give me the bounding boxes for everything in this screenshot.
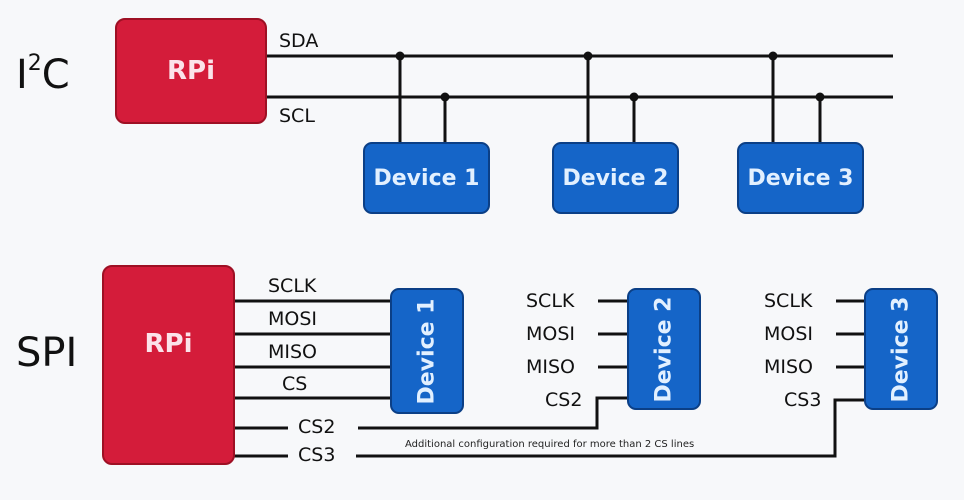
cs2-route bbox=[358, 396, 628, 430]
host-mosi-label: MOSI bbox=[268, 308, 318, 330]
i2c-title: I2C bbox=[16, 50, 70, 98]
host-cs3-label: CS3 bbox=[298, 444, 336, 466]
spi-device-1-label: Device 1 bbox=[414, 298, 440, 404]
i2c-device-2-label: Device 2 bbox=[562, 165, 669, 191]
i2c-title-end: C bbox=[41, 52, 70, 98]
host-cs-label: CS bbox=[282, 373, 308, 395]
dev2-sclk-label: SCLK bbox=[526, 290, 575, 312]
host-miso-label: MISO bbox=[268, 341, 318, 363]
cs3-route bbox=[356, 398, 866, 458]
i2c-device-1-label: Device 1 bbox=[373, 165, 480, 191]
i2c-rpi-host: RPi bbox=[115, 18, 267, 124]
spi-rpi-label: RPi bbox=[144, 329, 193, 359]
spi-device-2: Device 2 bbox=[627, 288, 701, 410]
i2c-title-base: I bbox=[16, 52, 28, 98]
sda-label: SDA bbox=[279, 30, 319, 52]
scl-label: SCL bbox=[279, 105, 315, 127]
spi-title: SPI bbox=[16, 330, 78, 376]
spi-rpi-host: RPi bbox=[102, 265, 235, 465]
junction-dot bbox=[583, 51, 593, 61]
junction-dot bbox=[815, 92, 825, 102]
i2c-device-3: Device 3 bbox=[737, 142, 864, 214]
i2c-device-3-label: Device 3 bbox=[747, 165, 854, 191]
junction-dot bbox=[629, 92, 639, 102]
dev2-cs2-label: CS2 bbox=[545, 389, 583, 411]
dev2-miso-label: MISO bbox=[526, 356, 576, 378]
junction-dot bbox=[768, 51, 778, 61]
dev3-cs3-label: CS3 bbox=[784, 389, 822, 411]
dev3-mosi-label: MOSI bbox=[764, 323, 814, 345]
i2c-device-2: Device 2 bbox=[552, 142, 679, 214]
spi-device-2-label: Device 2 bbox=[651, 296, 677, 402]
host-sclk-label: SCLK bbox=[268, 275, 317, 297]
spi-device-3: Device 3 bbox=[864, 288, 938, 410]
cs-note: Additional configuration required for mo… bbox=[405, 439, 695, 450]
i2c-rpi-label: RPi bbox=[167, 56, 215, 86]
i2c-device-1: Device 1 bbox=[363, 142, 490, 214]
spi-device-3-label: Device 3 bbox=[888, 296, 914, 402]
junction-dot bbox=[395, 51, 405, 61]
junction-dot bbox=[440, 92, 450, 102]
dev3-sclk-label: SCLK bbox=[764, 290, 813, 312]
dev2-mosi-label: MOSI bbox=[526, 323, 576, 345]
spi-device-1: Device 1 bbox=[390, 288, 464, 414]
host-cs2-label: CS2 bbox=[298, 416, 336, 438]
dev3-miso-label: MISO bbox=[764, 356, 814, 378]
i2c-title-sup: 2 bbox=[27, 50, 42, 76]
